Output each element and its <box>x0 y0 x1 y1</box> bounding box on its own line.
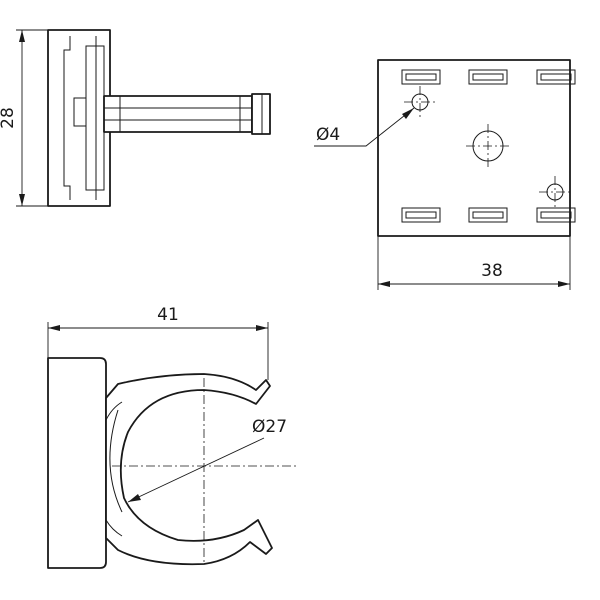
side-inner-profile-left <box>63 36 71 200</box>
clip-inner-fillet-top <box>105 401 123 421</box>
arrow-head <box>402 108 414 119</box>
hole-small-bottom <box>539 176 571 208</box>
hole-small-top <box>404 86 436 118</box>
leader-line-hole <box>314 107 415 147</box>
clip-diameter-label: Ø27 <box>252 417 287 437</box>
plate-width-label: 38 <box>481 261 503 281</box>
front-view <box>377 59 576 237</box>
leader-line-diameter <box>127 437 265 503</box>
dimension-clip-diameter: Ø27 <box>127 417 287 503</box>
slot-inner <box>405 73 437 81</box>
slot <box>536 207 576 223</box>
slot <box>536 69 576 85</box>
front-plate <box>377 59 571 237</box>
side-boss <box>73 97 87 127</box>
slot-inner <box>405 211 437 219</box>
clip-base <box>47 357 107 569</box>
dimension-clip-width: 41 <box>47 305 269 380</box>
slot <box>468 69 508 85</box>
slot-inner <box>472 73 504 81</box>
side-view <box>47 29 271 207</box>
arrow-head <box>256 325 268 331</box>
slot-inner <box>540 211 572 219</box>
side-shaft <box>103 95 253 133</box>
arrow-head <box>378 281 390 287</box>
slot <box>468 207 508 223</box>
side-shaft-tip <box>251 93 271 135</box>
slot <box>401 207 441 223</box>
slot-inner <box>540 73 572 81</box>
arrow-head <box>19 194 25 206</box>
clip-view <box>47 357 296 569</box>
dimension-hole: Ø4 <box>314 107 415 147</box>
arrow-head <box>19 30 25 42</box>
clip-inner-edge <box>109 409 123 513</box>
arrow-head <box>48 325 60 331</box>
side-base-plate <box>47 29 111 207</box>
slot-inner <box>472 211 504 219</box>
height-label: 28 <box>0 107 18 129</box>
arrow-head <box>558 281 570 287</box>
slot <box>401 69 441 85</box>
clip-width-label: 41 <box>157 305 179 325</box>
slot-row-bottom <box>401 207 576 223</box>
clip-body <box>105 373 273 566</box>
arrow-head <box>128 494 141 502</box>
slot-row-top <box>401 69 576 85</box>
clip-inner-fillet-bottom <box>105 519 123 537</box>
hole-large-center <box>466 124 510 168</box>
dimension-height: 28 <box>0 29 48 207</box>
dimension-plate-width: 38 <box>377 236 571 290</box>
hole-diameter-label: Ø4 <box>316 125 340 145</box>
